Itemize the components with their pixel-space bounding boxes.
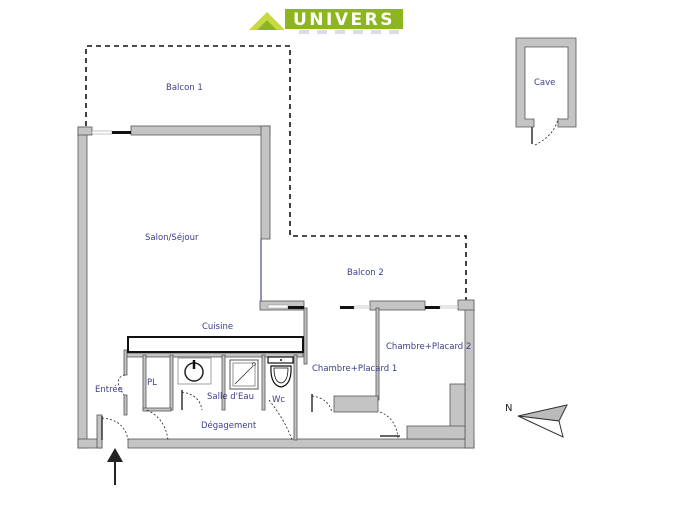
room-label-pl: PL [147, 378, 157, 388]
logo-text: UNIVERS [293, 10, 395, 30]
toilet-icon [267, 356, 294, 388]
room-label-salle-eau: Salle d'Eau [207, 392, 254, 402]
room-label-salon: Salon/Séjour [145, 233, 199, 243]
logo-band [285, 9, 403, 29]
room-label-cave: Cave [534, 78, 556, 88]
shower-icon [229, 359, 259, 390]
door-swings [101, 117, 559, 441]
logo-subtitle [299, 30, 399, 34]
room-label-entree: Entrée [95, 385, 123, 395]
balcon1-outline [85, 45, 467, 303]
room-label-degagement: Dégagement [201, 421, 257, 431]
brand-logo: UNIVERS [249, 8, 405, 34]
room-label-chambre1: Chambre+Placard 1 [312, 364, 398, 374]
compass-north-label: N [505, 403, 513, 414]
windows [91, 130, 459, 309]
room-label-wc: Wc [272, 395, 286, 405]
sink-icon [177, 357, 212, 385]
room-label-chambre2: Chambre+Placard 2 [386, 342, 472, 352]
room-label-balcon2: Balcon 2 [347, 268, 384, 278]
room-label-balcon1: Balcon 1 [166, 83, 203, 93]
room-label-cuisine: Cuisine [202, 322, 234, 332]
door-leaves [101, 122, 533, 440]
cave-walls [515, 37, 577, 128]
entry-arrow-icon [107, 448, 123, 485]
north-compass-icon [517, 404, 568, 438]
walls [77, 125, 475, 449]
kitchen-counter [127, 336, 304, 353]
house-roof-icon [249, 12, 285, 30]
